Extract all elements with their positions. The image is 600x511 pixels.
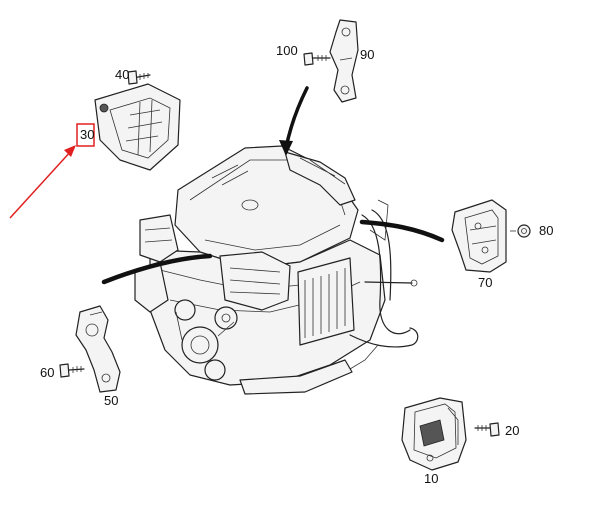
callout-20: 20 bbox=[505, 423, 520, 438]
callout-90: 90 bbox=[360, 47, 375, 62]
rubber-mount-icon bbox=[401, 397, 467, 471]
bolt-20-icon bbox=[474, 422, 500, 437]
engine-mount-bracket-icon bbox=[94, 83, 181, 171]
strap-left bbox=[101, 253, 213, 285]
callout-100: 100 bbox=[276, 43, 298, 58]
highlight-arrowhead bbox=[64, 145, 76, 157]
callout-30: 30 bbox=[80, 127, 95, 142]
lift-bracket-icon bbox=[329, 19, 359, 103]
callout-10: 10 bbox=[424, 471, 439, 486]
highlight-box bbox=[76, 123, 95, 147]
callout-60: 60 bbox=[40, 365, 55, 380]
strap-right bbox=[359, 219, 445, 243]
bolt-100-icon bbox=[303, 52, 331, 66]
callout-70: 70 bbox=[478, 275, 493, 290]
engine-support-bracket-icon bbox=[75, 305, 121, 393]
callout-50: 50 bbox=[104, 393, 119, 408]
callout-80: 80 bbox=[539, 223, 554, 238]
callout-40: 40 bbox=[115, 67, 130, 82]
bolt-40-icon bbox=[127, 70, 151, 85]
bolt-60-icon bbox=[59, 363, 85, 378]
engine-assembly bbox=[134, 145, 419, 395]
highlight-arrow bbox=[9, 149, 73, 219]
support-bracket-icon bbox=[451, 199, 507, 273]
arrow-down-icon bbox=[279, 86, 309, 156]
nut-80-icon bbox=[510, 224, 531, 238]
